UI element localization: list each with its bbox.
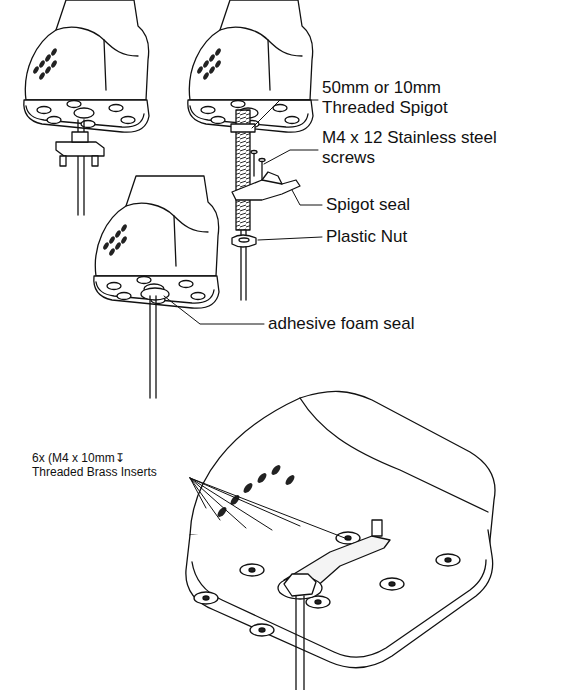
insert-note: 6x (M4 x 10mm↧ Threaded Brass Inserts: [32, 451, 168, 480]
part-label: Plastic Nut: [326, 227, 526, 247]
part-label: adhesive foam seal: [268, 314, 528, 334]
part-label: Spigot seal: [326, 195, 526, 215]
part-label: 50mm or 10mm Threaded Spigot: [322, 78, 482, 117]
part-label: M4 x 12 Stainless steel screws: [322, 128, 534, 167]
